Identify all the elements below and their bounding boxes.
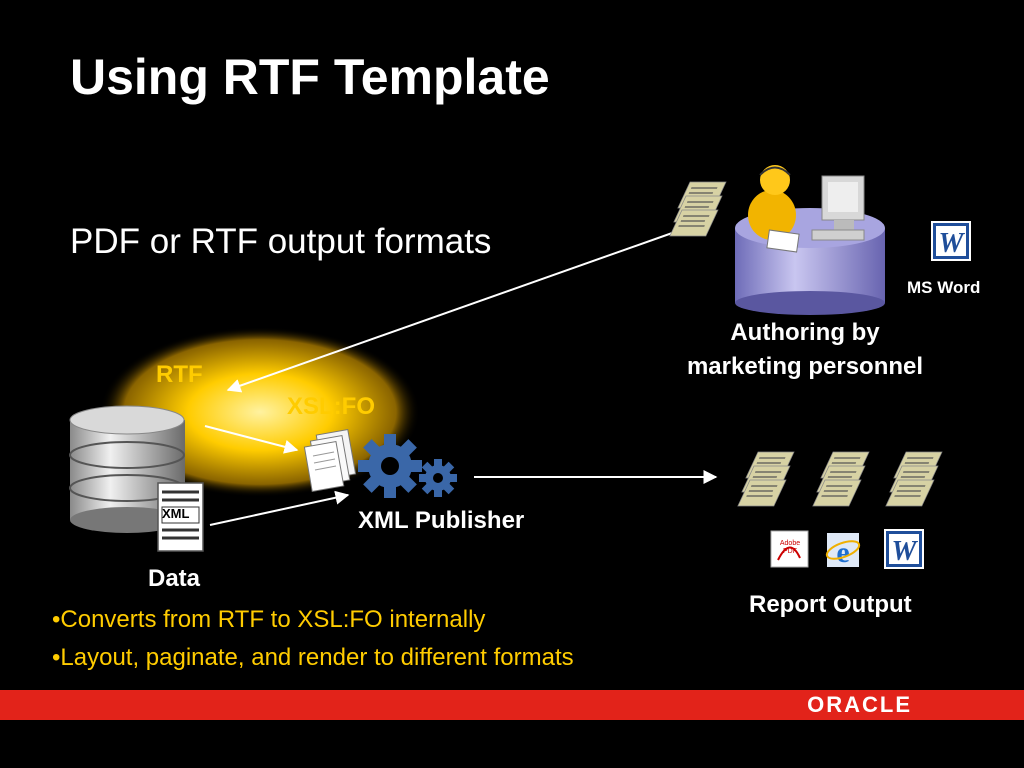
slide-subtitle: PDF or RTF output formats (70, 222, 492, 261)
report-output-label: Report Output (749, 591, 912, 618)
slide-title: Using RTF Template (70, 49, 550, 105)
arrow-authoring-to-rtf (226, 231, 676, 393)
data-label: Data (148, 565, 201, 592)
bullet-item: •Converts from RTF to XSL:FO internally (52, 606, 486, 633)
authoring-label-line1: Authoring by (730, 319, 880, 346)
oracle-logo: ORACLE (807, 692, 912, 717)
arrow-rtf-to-xslfo (204, 425, 299, 454)
ms-word-icon (931, 221, 971, 261)
adobe-pdf-text: Adobe PDF (779, 540, 801, 555)
authoring-label: Authoring by marketing personnel (650, 316, 960, 384)
authoring-person-icon (669, 165, 885, 315)
arrow-xml-to-publisher (209, 490, 350, 526)
bullet-item: •Layout, paginate, and render to differe… (52, 644, 574, 671)
xml-publisher-label: XML Publisher (358, 507, 525, 534)
report-output-documents-icon (737, 451, 943, 507)
adobe-pdf-icon (770, 530, 809, 568)
footer-bar (0, 690, 1024, 720)
internet-explorer-icon: e (825, 533, 861, 569)
xml-icon-text: XML (162, 506, 190, 521)
ms-word-label: MS Word (907, 278, 981, 297)
xml-document-icon (157, 482, 204, 552)
xslfo-label: XSL:FO (287, 393, 375, 420)
rtf-label: RTF (156, 361, 203, 388)
xslfo-documents-icon (303, 428, 357, 493)
gear-icon (358, 434, 457, 498)
authoring-label-line2: marketing personnel (686, 353, 924, 380)
word-output-icon (884, 529, 924, 569)
